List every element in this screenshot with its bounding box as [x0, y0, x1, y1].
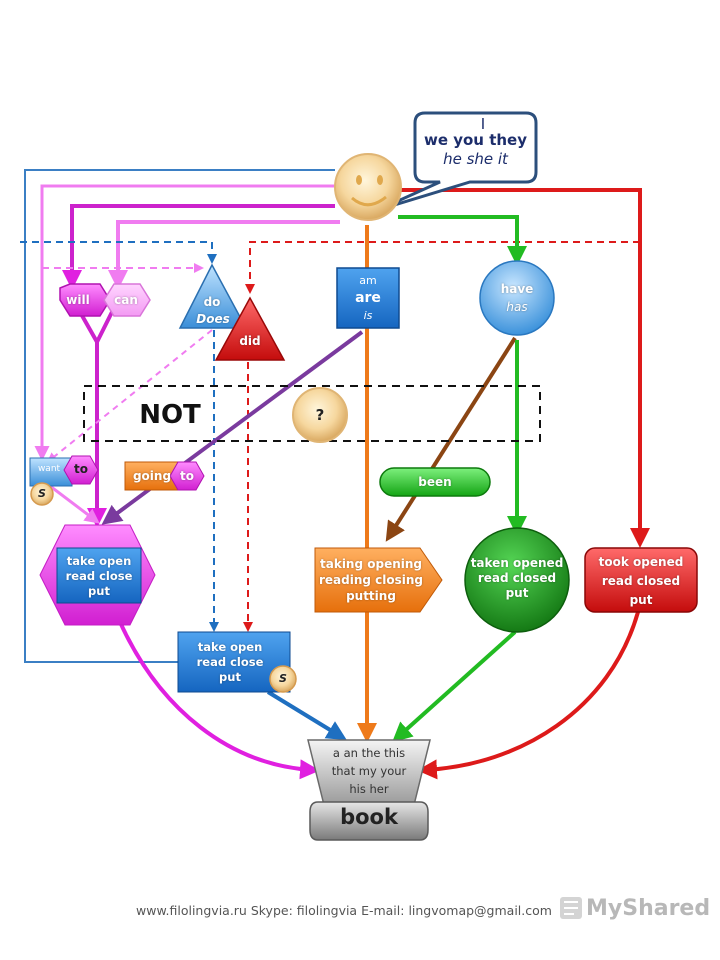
smiley-eye-right [377, 175, 383, 185]
have-label: have [500, 282, 534, 296]
participles-line3: put [505, 586, 529, 600]
going-label: going [132, 469, 172, 483]
ing-verbs-line2: reading closing [318, 573, 424, 587]
smiley-eye-left [356, 175, 362, 185]
magenta-connector-will [62, 204, 335, 290]
can-hexagon [103, 283, 151, 317]
want-label: want [37, 464, 61, 474]
want-s-label: S [38, 487, 46, 500]
base-verbs-line2: read close [65, 569, 133, 583]
want-to-label: to [74, 462, 88, 476]
footer-credits: www.filolingvia.ru Skype: filolingvia E-… [136, 903, 552, 918]
blue-connector-book [266, 690, 347, 741]
base-s-label: S [279, 672, 287, 685]
does-label: Does [196, 312, 230, 326]
base-verbs-line1: take open [66, 554, 132, 568]
red-connector-book [417, 611, 640, 780]
been-label: been [418, 475, 452, 489]
pink-connector-can [108, 220, 340, 290]
green-connector-have [398, 215, 527, 266]
are-label: are [355, 290, 381, 306]
ing-verbs-line3: putting [346, 589, 396, 603]
will-label: will [66, 293, 90, 307]
did-triangle [214, 296, 286, 361]
did-label: did [239, 334, 261, 348]
want-to-hexagon [63, 455, 99, 485]
blue-dashed-connector-do [20, 241, 217, 264]
question-circle-icon [292, 387, 348, 443]
smiley-face-icon [334, 153, 402, 221]
want-s-circle [30, 482, 54, 506]
base-verbs-s-line3: put [219, 670, 241, 684]
pronouns-plural: we you they [423, 131, 528, 149]
base-verbs-s-line2: read close [196, 655, 264, 669]
determiners-line1: a an the this [332, 746, 406, 760]
pronouns-third-person: he she it [443, 150, 508, 168]
red-dashed-connector-did [245, 241, 640, 294]
magenta-join-connector [78, 311, 114, 520]
participles-line2: read closed [477, 571, 557, 585]
base-s-circle [269, 665, 297, 693]
book-plate [309, 801, 429, 841]
green-connector-book [392, 630, 517, 743]
negation-dashed-frame [83, 385, 541, 442]
can-label: can [114, 293, 138, 307]
been-pill [379, 467, 491, 497]
ing-verbs-arrow [314, 547, 443, 613]
base-verbs-box [56, 547, 142, 604]
base-verbs-line3: put [88, 584, 110, 598]
past-verbs-line1: took opened [598, 555, 684, 569]
myshared-logo-icon [560, 897, 582, 919]
magenta-connector-book [118, 621, 320, 780]
determiners-line3: his her [349, 782, 389, 796]
have-circle [479, 260, 555, 336]
book-label: book [340, 805, 398, 829]
red-connector-took [400, 188, 650, 548]
speech-bubble [377, 111, 538, 212]
do-triangle [178, 263, 248, 329]
brown-connector-been [385, 336, 517, 542]
pink-connector-want [34, 184, 335, 461]
participles-line1: taken opened [470, 556, 564, 570]
to-be-box [336, 267, 400, 329]
question-mark: ? [315, 406, 325, 424]
pronoun-i: I [480, 115, 486, 133]
myshared-watermark: MyShared [586, 896, 711, 921]
blue-outer-connector [24, 169, 335, 663]
ing-verbs-line1: taking opening [320, 557, 422, 571]
past-verbs-box [584, 547, 698, 613]
going-to-hexagon [169, 461, 205, 491]
not-label: NOT [139, 400, 201, 430]
determiners-line2: that my your [331, 764, 407, 778]
base-verbs-s-line1: take open [197, 640, 263, 654]
going-to-label: to [180, 469, 194, 483]
past-verbs-line3: put [629, 593, 653, 607]
pink-dashed-do-want [46, 329, 213, 463]
smiley-mouth [351, 195, 387, 207]
past-verbs-line2: read closed [601, 574, 681, 588]
has-label: has [506, 300, 528, 314]
is-label: is [363, 309, 373, 322]
am-label: am [359, 274, 377, 287]
participles-circle [464, 527, 570, 633]
do-label: do [203, 295, 221, 309]
will-hexagon [59, 283, 111, 317]
